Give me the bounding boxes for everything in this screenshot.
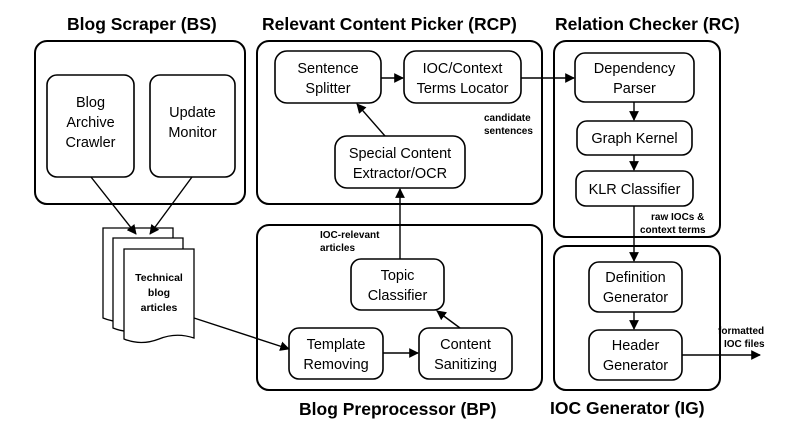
update-monitor-line-1: Update: [169, 105, 216, 121]
node-dependency-parser: Dependency Parser: [574, 52, 695, 103]
edge-monitor-to-articles: [149, 176, 193, 235]
node-graph-kernel: Graph Kernel: [576, 120, 693, 156]
header-generator-line-2: Generator: [603, 358, 668, 374]
graph-kernel-label: Graph Kernel: [591, 131, 677, 147]
content-sanitizing-line-2: Sanitizing: [434, 357, 497, 373]
node-update-monitor: Update Monitor: [149, 74, 236, 178]
topic-classifier-line-2: Classifier: [368, 288, 428, 304]
label-ioc-relevant-articles-line-1: IOC-relevant: [320, 230, 380, 241]
technical-blog-articles-line-1: Technical: [135, 272, 183, 284]
panel-title-blog-preprocessor: Blog Preprocessor (BP): [299, 399, 496, 419]
definition-generator-line-2: Generator: [603, 290, 668, 306]
template-removing-line-2: Removing: [303, 357, 368, 373]
blog-archive-crawler-line-2: Archive: [66, 115, 114, 131]
node-special-content-extractor: Special Content Extractor/OCR: [334, 135, 466, 189]
panel-title-relevant-content-picker: Relevant Content Picker (RCP): [262, 14, 517, 34]
label-formatted-ioc-files-line-1: formatted: [718, 326, 764, 337]
document-icon-front: [123, 248, 195, 344]
content-sanitizing-line-1: Content: [440, 337, 491, 353]
special-content-extractor-line-1: Special Content: [349, 146, 451, 162]
label-raw-iocs-line-1: raw IOCs &: [651, 212, 704, 223]
klr-classifier-label: KLR Classifier: [589, 182, 681, 198]
technical-blog-articles-line-2: blog: [148, 287, 170, 299]
label-ioc-relevant-articles-line-2: articles: [320, 243, 355, 254]
node-definition-generator: Definition Generator: [588, 261, 683, 313]
edge-crawler-to-articles: [90, 176, 137, 235]
label-raw-iocs-line-2: context terms: [640, 225, 706, 236]
edge-sanitizing-to-topic-classifier: [436, 310, 461, 329]
template-removing-line-1: Template: [307, 337, 366, 353]
panel-title-ioc-generator: IOC Generator (IG): [550, 398, 705, 418]
ioc-context-locator-line-1: IOC/Context: [423, 61, 503, 77]
sentence-splitter-line-1: Sentence: [297, 61, 358, 77]
node-klr-classifier: KLR Classifier: [575, 170, 694, 207]
panel-title-blog-scraper: Blog Scraper (BS): [67, 14, 217, 34]
blog-archive-crawler-line-3: Crawler: [66, 135, 116, 151]
dependency-parser-line-2: Parser: [613, 81, 656, 97]
definition-generator-line-1: Definition: [605, 270, 665, 286]
node-blog-archive-crawler: Blog Archive Crawler: [46, 74, 135, 178]
edge-extractor-to-sentence-splitter: [356, 103, 386, 137]
topic-classifier-line-1: Topic: [381, 268, 415, 284]
technical-blog-articles-stack: Technical blog articles: [102, 227, 195, 344]
node-header-generator: Header Generator: [588, 329, 683, 381]
dependency-parser-line-1: Dependency: [594, 61, 676, 77]
node-ioc-context-terms-locator: IOC/Context Terms Locator: [403, 50, 522, 104]
label-candidate-sentences-line-1: candidate: [484, 113, 531, 124]
node-topic-classifier: Topic Classifier: [350, 258, 445, 311]
node-template-removing: Template Removing: [288, 327, 384, 380]
panel-title-relation-checker: Relation Checker (RC): [555, 14, 740, 34]
update-monitor-line-2: Monitor: [168, 125, 217, 141]
sentence-splitter-line-2: Splitter: [305, 81, 350, 97]
label-formatted-ioc-files-line-2: IOC files: [724, 339, 765, 350]
blog-archive-crawler-line-1: Blog: [76, 95, 105, 111]
header-generator-line-1: Header: [612, 338, 660, 354]
technical-blog-articles-line-3: articles: [141, 302, 178, 314]
edge-articles-to-template-removing: [193, 317, 290, 351]
special-content-extractor-line-2: Extractor/OCR: [353, 166, 447, 182]
ioc-context-locator-line-2: Terms Locator: [417, 81, 509, 97]
label-candidate-sentences-line-2: sentences: [484, 126, 533, 137]
node-content-sanitizing: Content Sanitizing: [418, 327, 513, 380]
node-sentence-splitter: Sentence Splitter: [274, 50, 382, 104]
